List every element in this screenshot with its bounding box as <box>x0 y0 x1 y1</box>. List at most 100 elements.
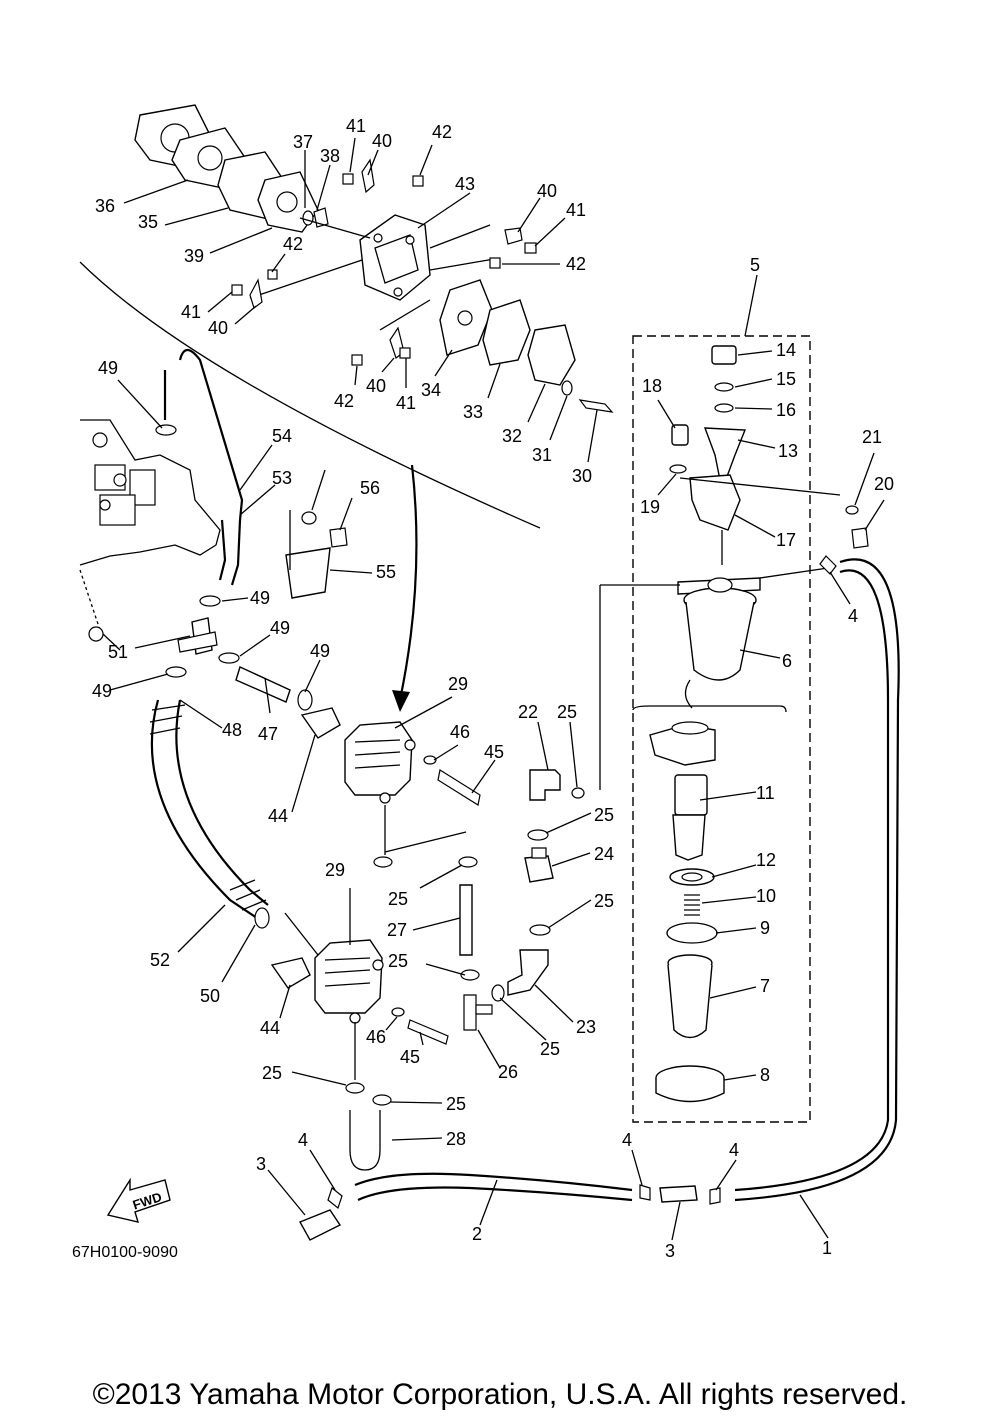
callout: 8 <box>760 1065 770 1085</box>
copyright-notice: ©2013 Yamaha Motor Corporation, U.S.A. A… <box>92 1378 908 1411</box>
callout: 29 <box>325 860 345 880</box>
fuel-pump-upper <box>300 707 481 868</box>
callout: 27 <box>387 920 407 940</box>
callout: 13 <box>778 441 798 461</box>
valve-body <box>249 214 501 331</box>
callout: 31 <box>532 445 552 465</box>
callout: 45 <box>484 742 504 762</box>
callout: 25 <box>262 1063 282 1083</box>
callout: 18 <box>642 376 662 396</box>
callout: 25 <box>594 891 614 911</box>
callout: 36 <box>95 196 115 216</box>
right-fasteners <box>819 505 869 575</box>
fuel-pump-lower <box>270 939 449 1106</box>
filter-assembly-box <box>632 335 811 1123</box>
hose-2-and-joints <box>299 1110 721 1241</box>
callout: 14 <box>776 340 796 360</box>
callout: 44 <box>268 806 288 826</box>
callout: 43 <box>455 174 475 194</box>
diagram-part-number: 67H0100-9090 <box>72 1244 178 1261</box>
callout: 15 <box>776 369 796 389</box>
callout: 49 <box>310 641 330 661</box>
callout: 49 <box>250 588 270 608</box>
callout: 35 <box>138 212 158 232</box>
callout: 23 <box>576 1017 596 1037</box>
center-column <box>459 769 585 1031</box>
leader-lines <box>109 137 885 1241</box>
callout: 41 <box>181 302 201 322</box>
callout: 25 <box>557 702 577 722</box>
callout: 26 <box>498 1062 518 1082</box>
callout: 53 <box>272 468 292 488</box>
callout: 7 <box>760 976 770 996</box>
fwd-arrow-icon: FWD <box>106 1177 171 1223</box>
callout: 50 <box>200 986 220 1006</box>
callout: 5 <box>750 255 760 275</box>
callout: 51 <box>108 642 128 662</box>
callout: 33 <box>463 402 483 422</box>
callout: 16 <box>776 400 796 420</box>
callout: 39 <box>184 246 204 266</box>
callout: 25 <box>388 951 408 971</box>
callout: 4 <box>622 1130 632 1150</box>
callout: 42 <box>334 391 354 411</box>
callout: 46 <box>366 1027 386 1047</box>
callout: 21 <box>862 427 882 447</box>
callout: 4 <box>729 1140 739 1160</box>
callout: 6 <box>782 651 792 671</box>
callout: 28 <box>446 1129 466 1149</box>
callout: 25 <box>594 805 614 825</box>
callout: 17 <box>776 530 796 550</box>
diaphragms <box>439 279 614 413</box>
callout: 32 <box>502 426 522 446</box>
callout: 44 <box>260 1018 280 1038</box>
clips-and-tees <box>155 424 348 929</box>
callout: 42 <box>283 234 303 254</box>
callout: 25 <box>446 1094 466 1114</box>
callout: 2 <box>472 1224 482 1244</box>
callout: 40 <box>208 318 228 338</box>
callout: 30 <box>572 466 592 486</box>
callout: 41 <box>396 393 416 413</box>
callout: 4 <box>848 606 858 626</box>
callout: 11 <box>756 783 775 803</box>
callout: 40 <box>537 181 557 201</box>
callout: 41 <box>346 116 366 136</box>
callout: 25 <box>540 1039 560 1059</box>
callout: 25 <box>388 889 408 909</box>
callout: 3 <box>256 1154 266 1174</box>
callout: 34 <box>421 380 441 400</box>
callout: 46 <box>450 722 470 742</box>
callout: 49 <box>92 681 112 701</box>
callout: 49 <box>270 618 290 638</box>
callout: 37 <box>293 132 313 152</box>
filter-parts <box>599 345 841 1103</box>
callout: 54 <box>272 426 292 446</box>
callout: 52 <box>150 950 170 970</box>
callout: 45 <box>400 1047 420 1067</box>
callout: 12 <box>756 850 776 870</box>
callout: 42 <box>432 122 452 142</box>
callout: 55 <box>376 562 396 582</box>
callout: 49 <box>98 358 118 378</box>
engine-block <box>79 261 541 651</box>
callout: 42 <box>566 254 586 274</box>
callout: 41 <box>566 200 586 220</box>
callout: 40 <box>366 376 386 396</box>
callout: 9 <box>760 918 770 938</box>
callout: 47 <box>258 724 278 744</box>
callout-labels: 1 2 3 3 4 4 4 4 5 6 7 8 9 10 11 12 13 14… <box>92 116 894 1261</box>
callout: 20 <box>874 474 894 494</box>
callout: 19 <box>640 497 660 517</box>
callout: 40 <box>372 131 392 151</box>
hose-1 <box>734 558 900 1202</box>
callout: 38 <box>320 146 340 166</box>
callout: 56 <box>360 478 380 498</box>
callout: 29 <box>448 674 468 694</box>
callout: 10 <box>756 886 776 906</box>
callout: 24 <box>594 844 614 864</box>
callout: 1 <box>822 1238 832 1258</box>
pump-cover-stack <box>134 104 329 233</box>
callout: 4 <box>298 1130 308 1150</box>
